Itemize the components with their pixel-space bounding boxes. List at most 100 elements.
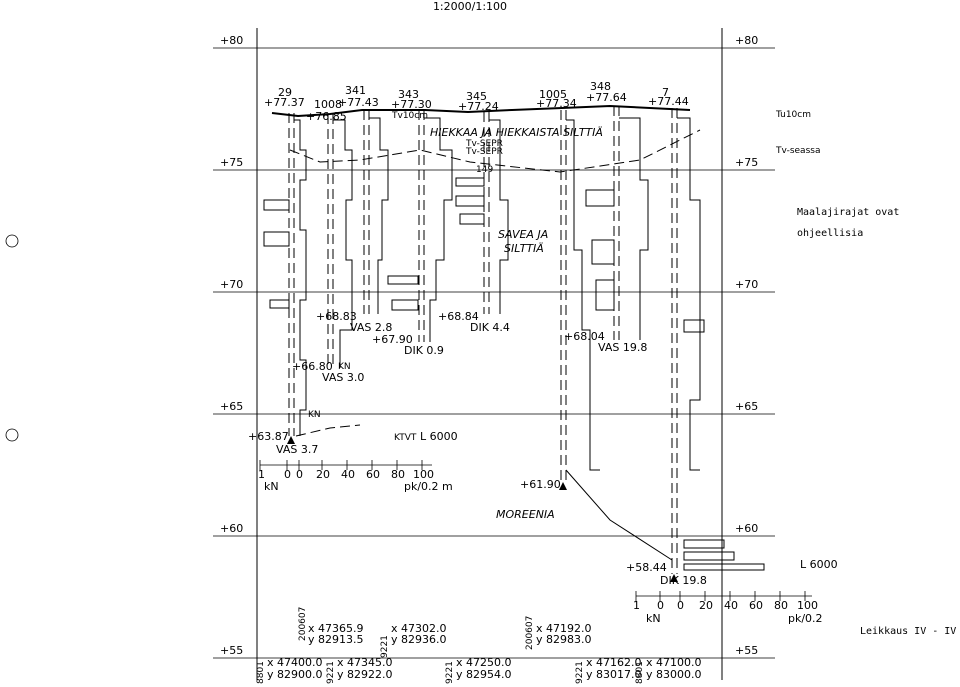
- coord-lower-3-y: y 82954.0: [456, 668, 512, 681]
- probe-348-id: 348: [590, 80, 611, 93]
- right-tick-6: 80: [774, 599, 788, 612]
- left-tick-2: 0: [296, 468, 303, 481]
- coord-lower-5-tag: 8801: [635, 661, 645, 684]
- left-tick-4: 40: [341, 468, 355, 481]
- coord-lower-2-y: y 82922.0: [337, 668, 393, 681]
- right-tick-5: 60: [749, 599, 763, 612]
- coord-lower-1-y: y 82900.0: [267, 668, 323, 681]
- end-level-8: +58.44: [626, 561, 667, 574]
- punch-hole-bottom: [5, 428, 19, 442]
- right-tick-0: 1: [633, 599, 640, 612]
- probe-341-id: 341: [345, 84, 366, 97]
- end-tag-4: KN: [338, 362, 351, 372]
- coord-lower-3-tag: 9221: [445, 661, 455, 684]
- soil-label-tv-sepr-2: Tv-SEPR: [465, 147, 503, 157]
- coord-lower-4: 9221 x 47162.0 y 83017.0: [575, 656, 642, 684]
- end-code-5: VAS 19.8: [598, 341, 647, 354]
- note-tv-seassa: Tv-seassa: [775, 146, 820, 156]
- right-tick-1: 0: [657, 599, 664, 612]
- ground-surface-line: [271, 104, 691, 118]
- coord-lower-3-x: x 47250.0: [456, 656, 512, 669]
- resistance-profiles: [263, 117, 765, 571]
- soil-labels: HIEKKAA JA HIEKKAISTA SILTTIÄ SAVEA JA S…: [391, 111, 603, 521]
- soil-label-savea-2: SILTTIÄ: [504, 242, 544, 255]
- probe-1008-level: +76.85: [306, 110, 347, 123]
- l6000-label-1: L 6000: [420, 430, 458, 443]
- coord-upper-2-y: y 82936.0: [391, 633, 447, 646]
- probe-343-id: 343: [398, 88, 419, 101]
- probe-1005-id: 1005: [539, 88, 567, 101]
- coord-upper-1-tag: 200607: [298, 607, 308, 641]
- elev-label-80-right: +80: [735, 34, 758, 47]
- coord-upper-1-y: y 82913.5: [308, 633, 364, 646]
- top-probe-labels: 29 +77.37 1008 +76.85 341 +77.43 343 +77…: [264, 80, 689, 123]
- elev-label-55: +55: [220, 644, 243, 657]
- soil-label-savea-1: SAVEA JA: [498, 228, 548, 241]
- end-code-3: DIK 0.9: [404, 344, 444, 357]
- soil-label-ktvt: KTVT: [394, 433, 417, 443]
- elev-label-65: +65: [220, 400, 243, 413]
- end-code-8: DIK 19.8: [660, 574, 707, 587]
- end-level-7: +61.90: [520, 478, 561, 491]
- end-code-2: DIK 4.4: [470, 321, 510, 334]
- end-code-6: VAS 3.7: [276, 443, 318, 456]
- soil-label-hiekka: HIEKKAA JA HIEKKAISTA SILTTIÄ: [430, 126, 603, 139]
- coord-upper-3-tag: 200607: [525, 616, 535, 650]
- end-tag-6: KN: [308, 410, 321, 420]
- elevation-labels-right: +80 +75 +70 +65 +60 +55: [735, 34, 758, 657]
- note-line-2: ohjeellisia: [797, 228, 863, 239]
- coord-upper-1-x: x 47365.9: [308, 622, 364, 635]
- coord-upper-2-tag: 9221: [380, 635, 390, 658]
- right-tick-4: 40: [724, 599, 738, 612]
- end-code-1: VAS 2.8: [350, 321, 392, 334]
- right-axis-unit-pk: pk/0.2: [788, 612, 823, 625]
- coord-lower-2: 9221 x 47345.0 y 82922.0: [326, 656, 393, 684]
- probe-345-id: 345: [466, 90, 487, 103]
- coord-lower-4-x: x 47162.0: [586, 656, 642, 669]
- coord-upper-2: 9221 x 47302.0 y 82936.0: [380, 622, 447, 658]
- scale-label: 1:2000/1:100: [433, 0, 507, 13]
- probe-1005-level: +77.34: [536, 97, 577, 110]
- end-level-4: +66.80: [292, 360, 333, 373]
- side-notes: Tu10cm Tv-seassa Maalajirajat ovat ohjee…: [775, 110, 956, 637]
- elevation-labels-left: +80 +75 +70 +65 +60 +55: [220, 34, 243, 657]
- coord-lower-5-y: y 83000.0: [646, 668, 702, 681]
- end-code-4: VAS 3.0: [322, 371, 364, 384]
- elevation-grid: [213, 47, 775, 659]
- probe-end-markers: [287, 436, 678, 582]
- right-tick-2: 0: [677, 599, 684, 612]
- elev-label-75: +75: [220, 156, 243, 169]
- elev-label-70-right: +70: [735, 278, 758, 291]
- coord-lower-1: 8801 x 47400.0 y 82900.0: [256, 656, 323, 684]
- soil-label-moreenia: MOREENIA: [496, 508, 555, 521]
- section-label: Leikkaus IV - IV: [860, 626, 956, 637]
- l6000-label-2: L 6000: [800, 558, 838, 571]
- end-level2-1: +67.90: [372, 333, 413, 346]
- coord-upper-3: 200607 x 47192.0 y 82983.0: [525, 616, 592, 650]
- probe-end-labels: +68.83 VAS 2.8 +67.90 +68.84 DIK 4.4 DIK…: [248, 310, 838, 587]
- left-tick-1: 0: [284, 468, 291, 481]
- label-149: 149: [476, 165, 493, 175]
- note-line-1: Maalajirajat ovat: [797, 207, 899, 218]
- probe-29-level: +77.37: [264, 96, 305, 109]
- coord-lower-3: 9221 x 47250.0 y 82954.0: [445, 656, 512, 684]
- left-scale-axis: 1 0 0 20 40 60 80 100 kN pk/0.2 m: [258, 460, 453, 493]
- end-level-2: +68.84: [438, 310, 479, 323]
- left-tick-3: 20: [316, 468, 330, 481]
- soil-label-tv10cm: Tv10cm: [391, 111, 428, 121]
- coord-lower-4-y: y 83017.0: [586, 668, 642, 681]
- right-tick-7: 100: [797, 599, 818, 612]
- coord-lower-5-x: x 47100.0: [646, 656, 702, 669]
- coord-lower-2-x: x 47345.0: [337, 656, 393, 669]
- probe-7-level: +77.44: [648, 95, 689, 108]
- probe-345-level: +77.24: [458, 100, 499, 113]
- probe-343-level: +77.30: [391, 98, 432, 111]
- probe-7-id: 7: [662, 86, 669, 99]
- coord-lower-4-tag: 9221: [575, 661, 585, 684]
- elev-label-80: +80: [220, 34, 243, 47]
- end-level-5: +68.04: [564, 330, 605, 343]
- coord-upper-1: 200607 x 47365.9 y 82913.5: [298, 607, 364, 646]
- left-axis-unit-pk: pk/0.2 m: [404, 480, 453, 493]
- coord-lower-2-tag: 9221: [326, 661, 336, 684]
